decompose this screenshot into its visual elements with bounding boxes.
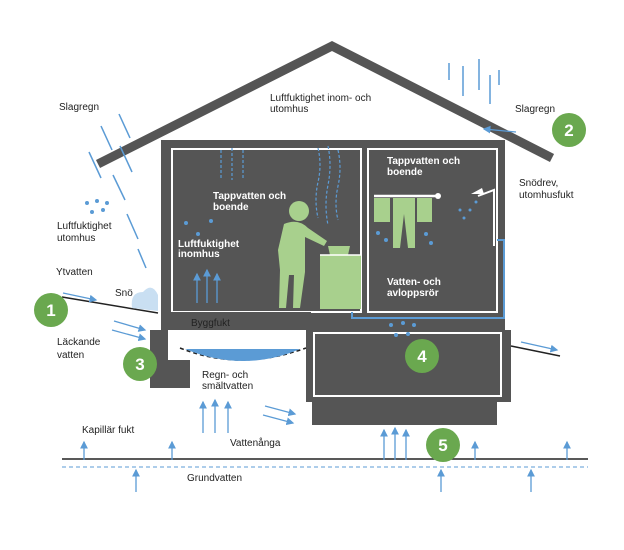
label-slagregn-left: Slagregn [59,102,99,113]
label-vatten-avlopp: Vatten- och avloppsrör [387,277,444,299]
label-vattenanga: Vattenånga [230,437,281,449]
label-luftfuktighet-roof: Luftfuktighet inom- och utomhus [270,93,374,115]
label-grundvatten: Grundvatten [187,473,242,484]
room-right [367,148,498,313]
svg-text:1: 1 [46,301,55,320]
badge-3: 3 [123,347,157,381]
steam-lines [220,145,341,226]
label-tappvatten-left: Tappvatten och boende [213,191,289,213]
label-regn-smaltvatten: Regn- och smältvatten [202,370,253,392]
svg-text:5: 5 [438,436,447,455]
label-snodrev: Snödrev, utomhusfukt [519,178,574,201]
label-lackande: Läckande vatten [57,337,103,361]
slope-left [61,296,159,314]
svg-text:3: 3 [135,355,144,374]
drain-pipe [351,239,505,319]
label-slagregn-right: Slagregn [515,104,555,115]
label-tappvatten-right: Tappvatten och boende [387,156,463,178]
svg-text:4: 4 [417,347,427,366]
badge-5: 5 [426,428,460,462]
slope-right [510,345,561,357]
badge-4: 4 [405,339,439,373]
roof [95,40,555,169]
badge-2: 2 [552,113,586,147]
label-luftfuktighet-utomhus: Luftfuktighet utomhus [57,221,114,244]
label-sno: Snö [115,288,133,299]
drip-drops [85,199,478,337]
shower [471,188,495,246]
flow-arrows [62,125,571,492]
badge-1: 1 [34,293,68,327]
svg-text:2: 2 [564,121,573,140]
stove [320,246,361,309]
label-ytvatten: Ytvatten [56,267,93,278]
rain-left [88,113,147,269]
person-figure [278,201,327,308]
rain-right [448,59,500,104]
laundry-line [374,193,441,248]
label-kapillar: Kapillär fukt [82,425,134,436]
label-byggfukt: Byggfukt [191,318,230,329]
snow-pile [131,287,158,311]
label-luftfuktighet-inomhus: Luftfuktighet inomhus [178,239,242,260]
